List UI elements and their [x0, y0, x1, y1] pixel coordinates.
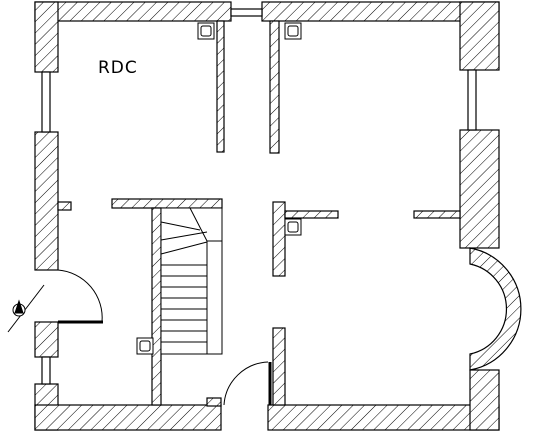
wall-interior-left — [216, 20, 225, 153]
windows — [41, 8, 477, 385]
wall-mid-horizontal — [284, 210, 339, 219]
wall-left-upper — [34, 1, 59, 73]
wall-lower-partition — [272, 327, 286, 406]
window-right — [467, 69, 477, 131]
door-swing-icon — [57, 269, 272, 406]
bay-window-wall — [469, 247, 522, 371]
window-top — [230, 8, 263, 17]
staircase — [160, 207, 223, 355]
wall-top-left — [34, 1, 232, 22]
wall-bottom-left — [34, 404, 222, 431]
wall-stair-top — [111, 198, 223, 209]
wall-right-lower — [469, 369, 500, 431]
wall-right-upper — [459, 1, 500, 71]
square-duct-icon — [136, 22, 302, 355]
window-left-upper — [41, 71, 51, 133]
wall-stub-right — [413, 210, 461, 219]
window-left-lower — [41, 356, 51, 385]
wall-stub-left — [57, 201, 72, 211]
floor-label: RDC — [98, 58, 138, 78]
wall-right-middle — [459, 129, 500, 249]
wall-left-lower — [34, 321, 59, 358]
wall-bottom-right — [267, 404, 500, 431]
wall-stair-left — [151, 207, 162, 406]
wall-stub-bottom — [206, 397, 222, 407]
north-arrow-icon — [7, 284, 45, 333]
wall-left-middle — [34, 131, 59, 271]
wall-mid-vertical — [272, 201, 286, 277]
walls — [34, 1, 500, 431]
wall-interior-right — [269, 20, 280, 154]
